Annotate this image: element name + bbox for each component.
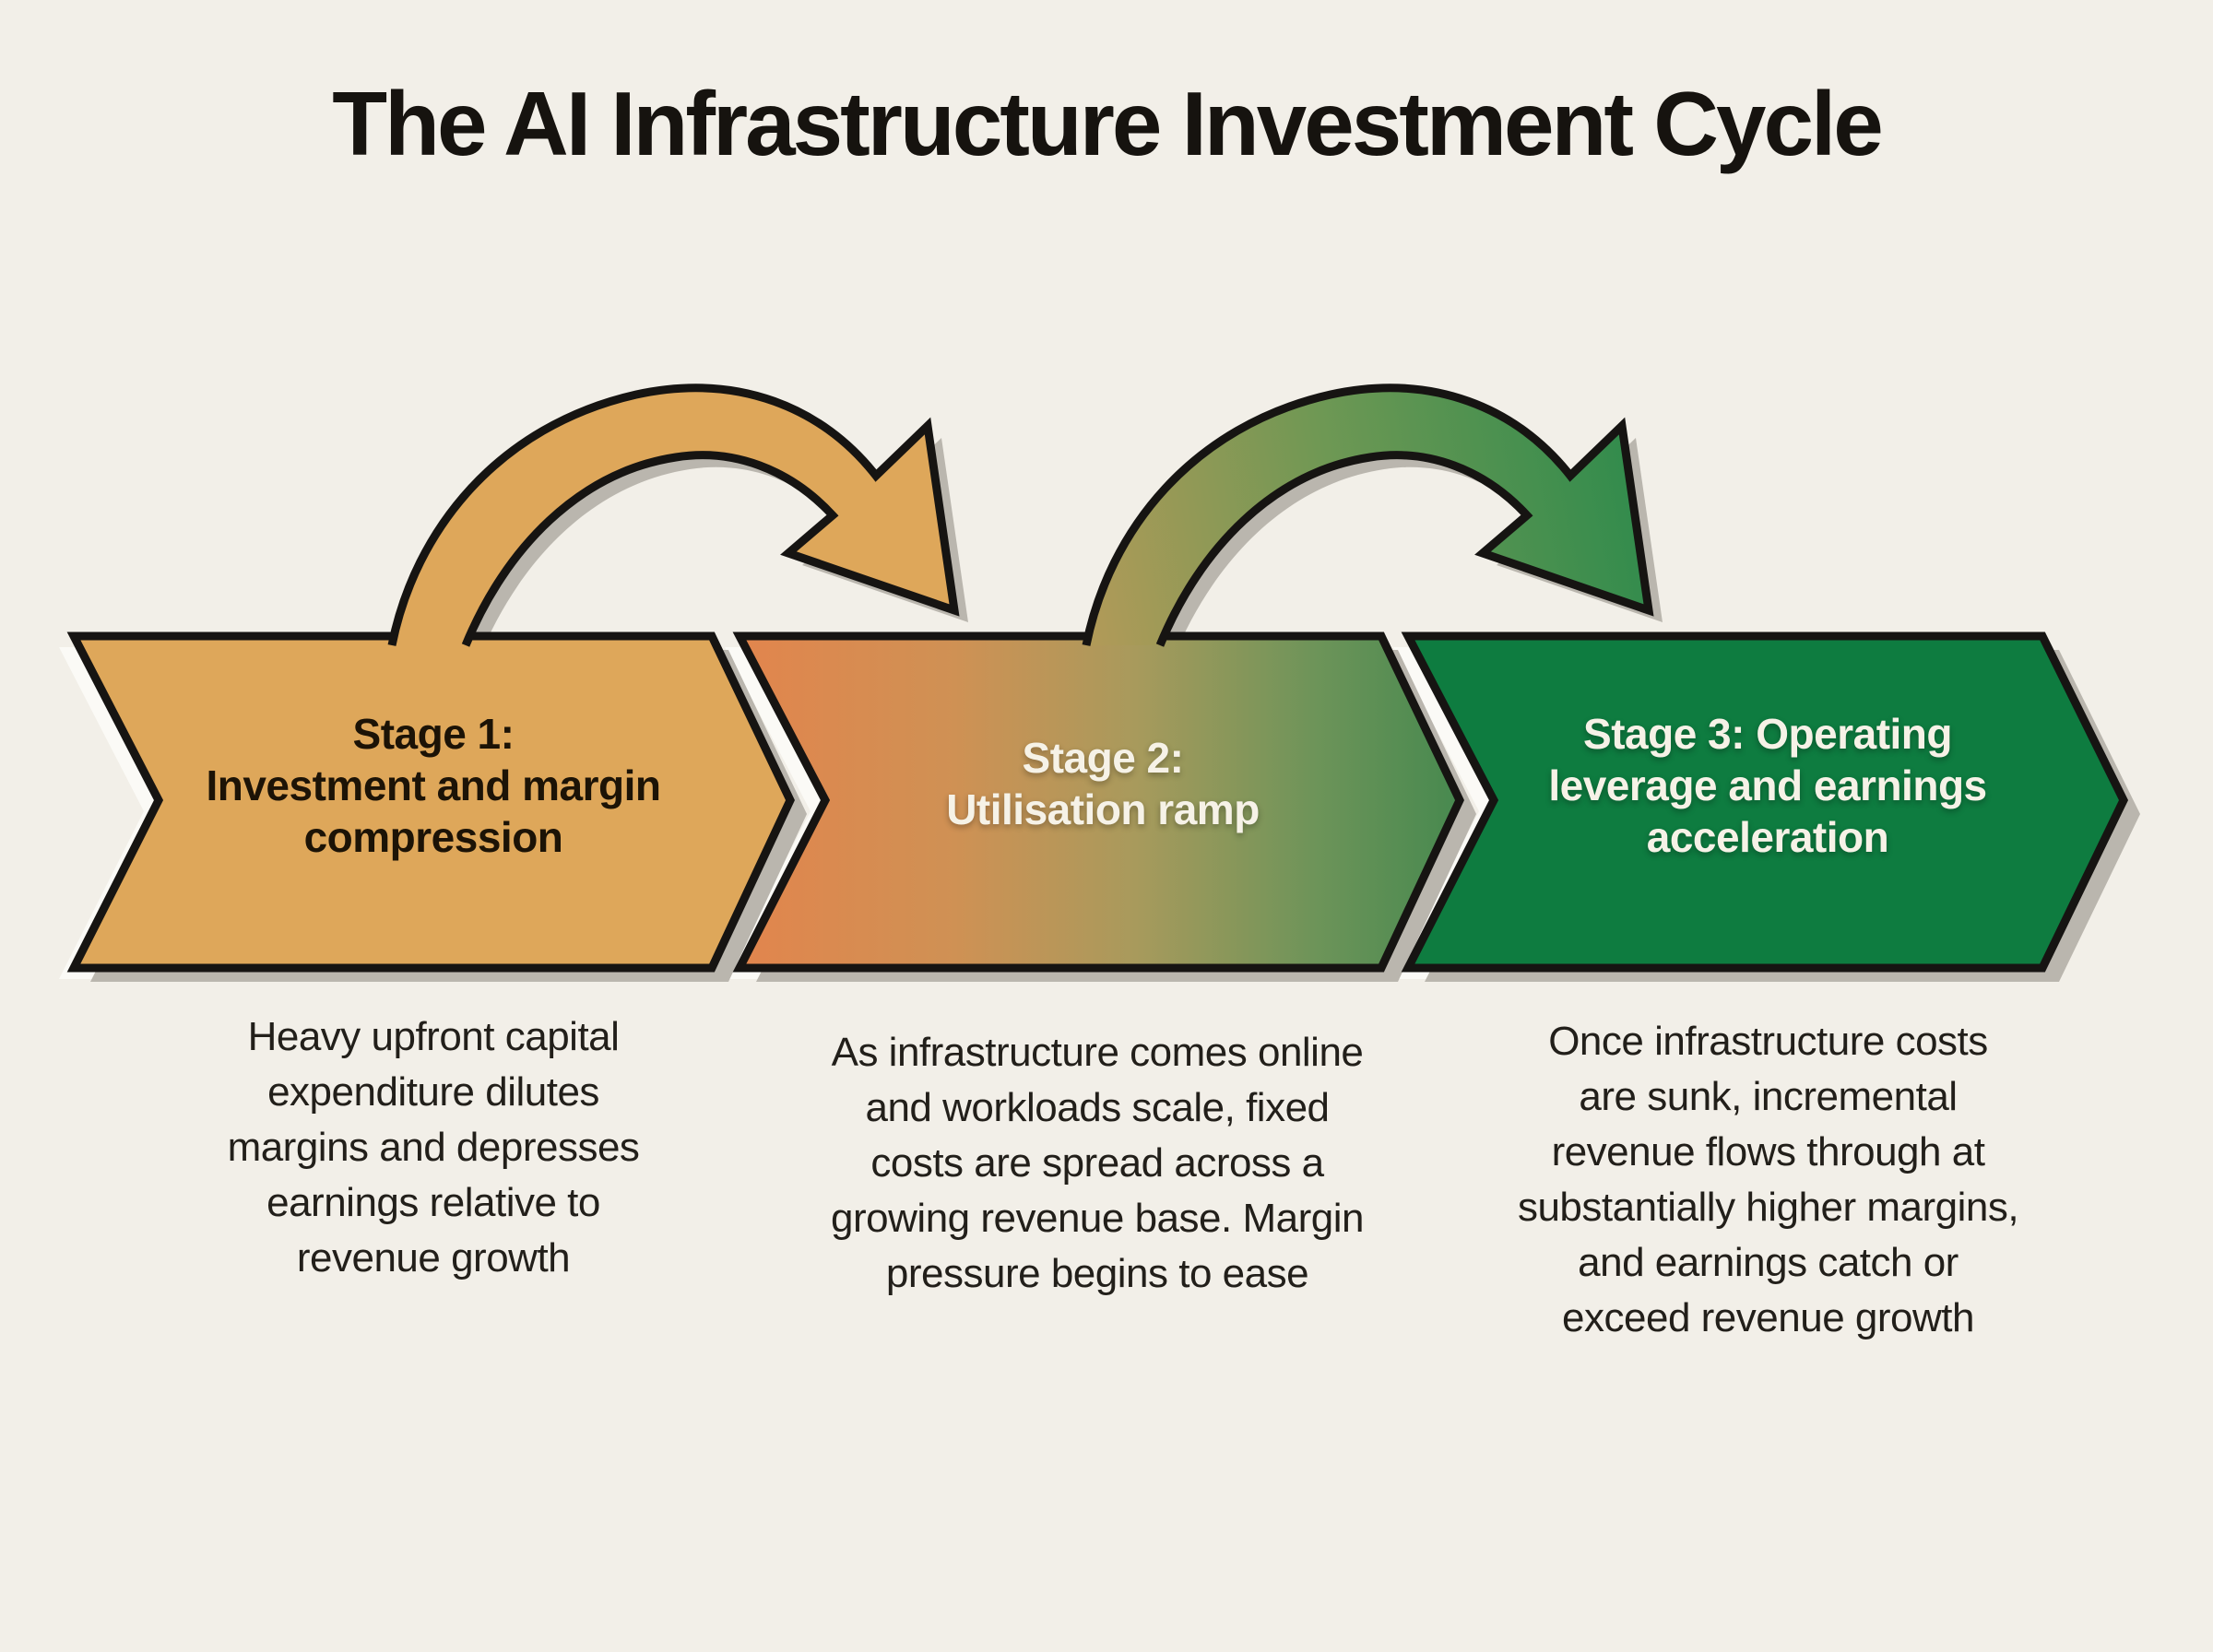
page-title: The AI Infrastructure Investment Cycle <box>332 73 1884 174</box>
stage1-label: Stage 1: Investment and margin compressi… <box>206 710 661 861</box>
stage2-label: Stage 2: Utilisation ramp <box>946 734 1260 833</box>
stage3-chevron-shape <box>1401 631 2129 973</box>
stage3-description: Once infrastructure costs are sunk, incr… <box>1517 1019 2019 1340</box>
stage2-chevron-shape <box>732 631 1464 973</box>
stage1-chevron-shape <box>66 631 795 973</box>
curved-arrow-2-outline <box>1082 384 1654 647</box>
curved-arrow-1-outline <box>387 384 960 647</box>
stage2-description: As infrastructure comes online and workl… <box>831 1030 1364 1296</box>
stage1-description: Heavy upfront capital expenditure dilute… <box>227 1014 640 1280</box>
curved-arrow-1 <box>392 387 954 645</box>
curved-arrow-2 <box>1086 387 1649 645</box>
stage3-label: Stage 3: Operating leverage and earnings… <box>1548 710 1987 861</box>
